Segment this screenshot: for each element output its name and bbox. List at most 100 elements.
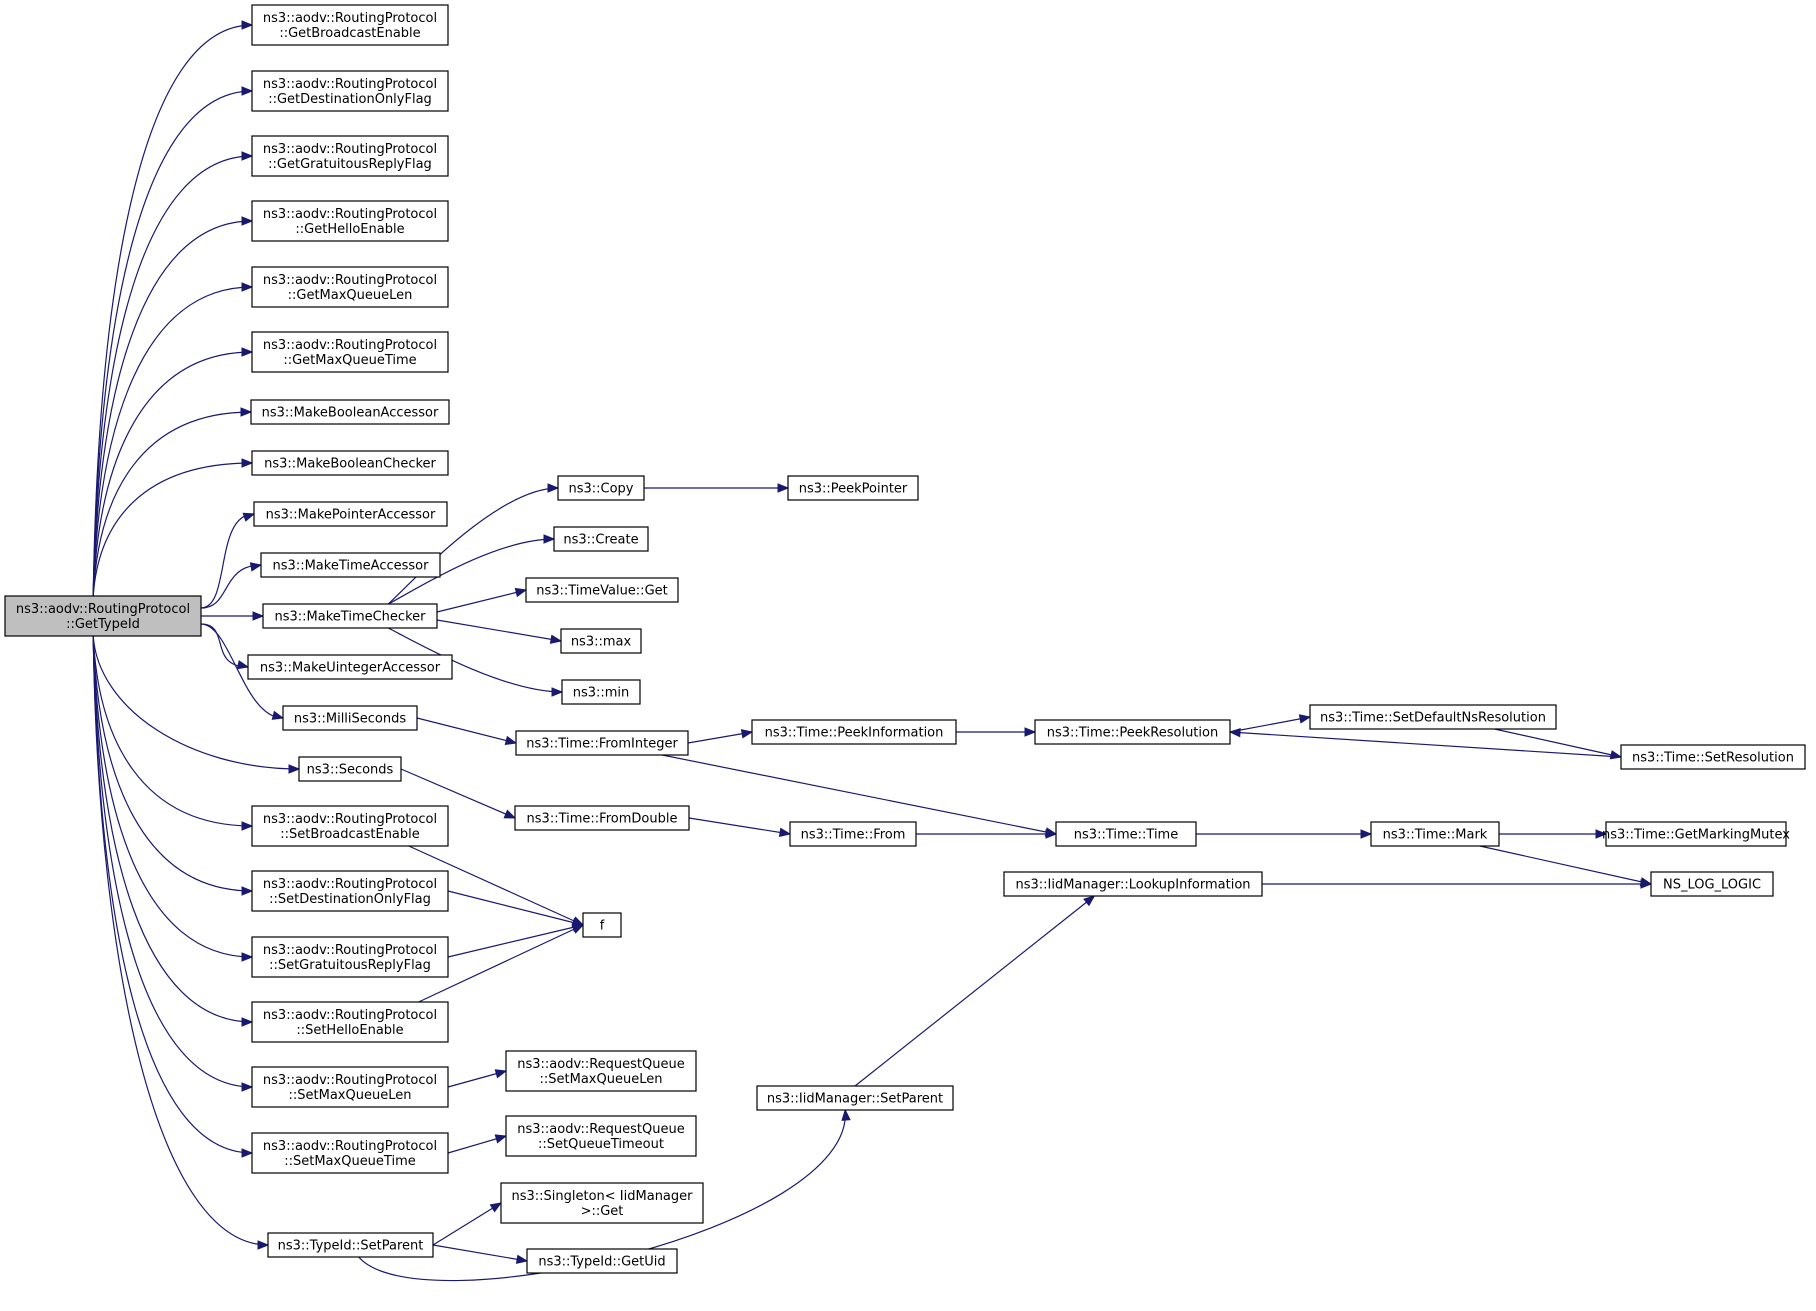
edge-mtc-to-create: [388, 534, 556, 605]
node-mua[interactable]: ns3::MakeUintegerAccessor: [247, 654, 453, 680]
node-box: [560, 628, 642, 654]
node-getuid[interactable]: ns3::TypeId::GetUid: [526, 1248, 678, 1274]
node-ghe[interactable]: ns3::aodv::RoutingProtocol::GetHelloEnab…: [251, 200, 449, 242]
node-box: [251, 4, 449, 46]
node-label: ns3::aodv::RoutingProtocol: [263, 207, 437, 222]
node-from[interactable]: ns3::Time::From: [789, 821, 917, 847]
node-mba[interactable]: ns3::MakeBooleanAccessor: [250, 399, 450, 425]
node-smqt[interactable]: ns3::aodv::RoutingProtocol::SetMaxQueueT…: [251, 1132, 449, 1174]
node-ggrf[interactable]: ns3::aodv::RoutingProtocol::GetGratuitou…: [251, 135, 449, 177]
edge-she-to-f: [418, 924, 585, 1003]
node-box: [251, 200, 449, 242]
node-lookup[interactable]: ns3::IidManager::LookupInformation: [1003, 871, 1263, 897]
node-singleton[interactable]: ns3::Singleton< IidManager >::Get: [500, 1182, 704, 1224]
node-gdof[interactable]: ns3::aodv::RoutingProtocol::GetDestinati…: [251, 70, 449, 112]
node-mpa[interactable]: ns3::MakePointerAccessor: [253, 501, 448, 527]
node-box: [282, 705, 418, 731]
node-setdef[interactable]: ns3::Time::SetDefaultNsResolution: [1309, 704, 1557, 730]
node-min[interactable]: ns3::min: [561, 679, 641, 705]
node-sec[interactable]: ns3::Seconds: [298, 756, 402, 782]
edges-layer: [92, 20, 1653, 1282]
node-label: ns3::Time::SetResolution: [1632, 751, 1794, 766]
edge-root-to-mua-arrowhead: [236, 660, 250, 670]
node-sgrf[interactable]: ns3::aodv::RoutingProtocol::SetGratuitou…: [251, 936, 449, 978]
node-gmqt[interactable]: ns3::aodv::RoutingProtocol::GetMaxQueueT…: [251, 331, 449, 373]
node-label: ns3::aodv::RoutingProtocol: [263, 812, 437, 827]
edge-root-to-ghe-arrowhead: [241, 216, 254, 226]
edge-sgrf-to-f-line: [447, 924, 584, 958]
node-box: [253, 501, 448, 527]
node-sbe[interactable]: ns3::aodv::RoutingProtocol::SetBroadcast…: [251, 805, 449, 847]
edge-peekinfo-to-peekres-arrowhead: [1024, 727, 1037, 737]
node-box: [4, 595, 202, 637]
node-gbe[interactable]: ns3::aodv::RoutingProtocol::GetBroadcast…: [251, 4, 449, 46]
node-peekptr[interactable]: ns3::PeekPointer: [787, 475, 919, 501]
edge-root-to-smql-line: [92, 635, 253, 1088]
node-box: [251, 70, 449, 112]
node-nslog[interactable]: NS_LOG_LOGIC: [1650, 871, 1774, 897]
edge-root-to-mua-line: [200, 623, 249, 668]
node-label: ::SetDestinationOnlyFlag: [269, 892, 431, 907]
edge-tsp-to-singleton-arrowhead: [489, 1202, 503, 1213]
node-box: [1650, 871, 1774, 897]
node-box: [1309, 704, 1557, 730]
node-label: ns3::Copy: [568, 482, 633, 497]
node-label: ns3::TypeId::SetParent: [278, 1239, 424, 1254]
edge-root-to-sec-arrowhead: [288, 764, 301, 774]
node-label: ns3::Time::PeekInformation: [765, 726, 944, 741]
edge-root-to-smqt-arrowhead: [241, 1148, 254, 1158]
node-root[interactable]: ns3::aodv::RoutingProtocol::GetTypeId: [4, 595, 202, 637]
edge-tsp-to-getuid-arrowhead: [515, 1254, 529, 1264]
node-box: [251, 450, 449, 476]
edge-root-to-gdof: [92, 86, 254, 597]
node-label: ns3::max: [571, 635, 632, 650]
node-she[interactable]: ns3::aodv::RoutingProtocol::SetHelloEnab…: [251, 1001, 449, 1043]
node-setres[interactable]: ns3::Time::SetResolution: [1620, 744, 1806, 770]
edge-root-to-smqt-line: [92, 635, 253, 1154]
node-gmql[interactable]: ns3::aodv::RoutingProtocol::GetMaxQueueL…: [251, 266, 449, 308]
node-label: ns3::Create: [563, 533, 638, 548]
node-iidsp[interactable]: ns3::IidManager::SetParent: [756, 1085, 954, 1111]
node-mtc[interactable]: ns3::MakeTimeChecker: [262, 603, 438, 629]
node-label: ns3::aodv::RoutingProtocol: [263, 77, 437, 92]
node-mbc[interactable]: ns3::MakeBooleanChecker: [251, 450, 449, 476]
node-ms[interactable]: ns3::MilliSeconds: [282, 705, 418, 731]
edge-mark-to-nslog: [1479, 845, 1653, 887]
node-label: f: [600, 919, 605, 934]
edge-peekres-to-setdef-arrowhead: [1298, 714, 1312, 724]
node-peekinfo[interactable]: ns3::Time::PeekInformation: [751, 719, 957, 745]
edge-root-to-sec-line: [92, 635, 300, 770]
node-fromint[interactable]: ns3::Time::FromInteger: [515, 730, 689, 756]
node-box: [251, 135, 449, 177]
node-label: ns3::MakeTimeChecker: [275, 610, 427, 625]
node-tvget[interactable]: ns3::TimeValue::Get: [525, 577, 679, 603]
node-peekres[interactable]: ns3::Time::PeekResolution: [1034, 719, 1231, 745]
node-label: ns3::Time::Mark: [1383, 828, 1488, 843]
node-label: ns3::Time::From: [801, 828, 906, 843]
node-fromdbl[interactable]: ns3::Time::FromDouble: [514, 805, 690, 831]
node-f[interactable]: f: [582, 912, 622, 938]
node-mta[interactable]: ns3::MakeTimeAccessor: [260, 552, 441, 578]
node-box: [251, 805, 449, 847]
node-box: [262, 603, 438, 629]
node-box: [582, 912, 622, 938]
node-box: [1605, 821, 1787, 847]
node-gmm[interactable]: ns3::Time::GetMarkingMutex: [1602, 821, 1790, 847]
node-copy[interactable]: ns3::Copy: [557, 475, 645, 501]
node-sdof[interactable]: ns3::aodv::RoutingProtocol::SetDestinati…: [251, 870, 449, 912]
node-create[interactable]: ns3::Create: [553, 526, 649, 552]
edge-setdef-to-setres-arrowhead: [1609, 750, 1623, 760]
node-box: [751, 719, 957, 745]
node-tsp[interactable]: ns3::TypeId::SetParent: [267, 1232, 434, 1258]
node-label: ns3::aodv::RoutingProtocol: [263, 273, 437, 288]
node-smql[interactable]: ns3::aodv::RoutingProtocol::SetMaxQueueL…: [251, 1066, 449, 1108]
node-max[interactable]: ns3::max: [560, 628, 642, 654]
node-label: ns3::aodv::RoutingProtocol: [263, 943, 437, 958]
node-rqsqt[interactable]: ns3::aodv::RequestQueue::SetQueueTimeout: [505, 1115, 697, 1157]
edge-peekinfo-to-peekres: [956, 727, 1037, 737]
edge-fromint-to-peekinfo: [687, 729, 754, 744]
node-rqsml[interactable]: ns3::aodv::RequestQueue::SetMaxQueueLen: [505, 1050, 697, 1092]
node-time[interactable]: ns3::Time::Time: [1055, 821, 1197, 847]
edge-sgrf-to-f: [447, 922, 585, 958]
node-mark[interactable]: ns3::Time::Mark: [1370, 821, 1500, 847]
